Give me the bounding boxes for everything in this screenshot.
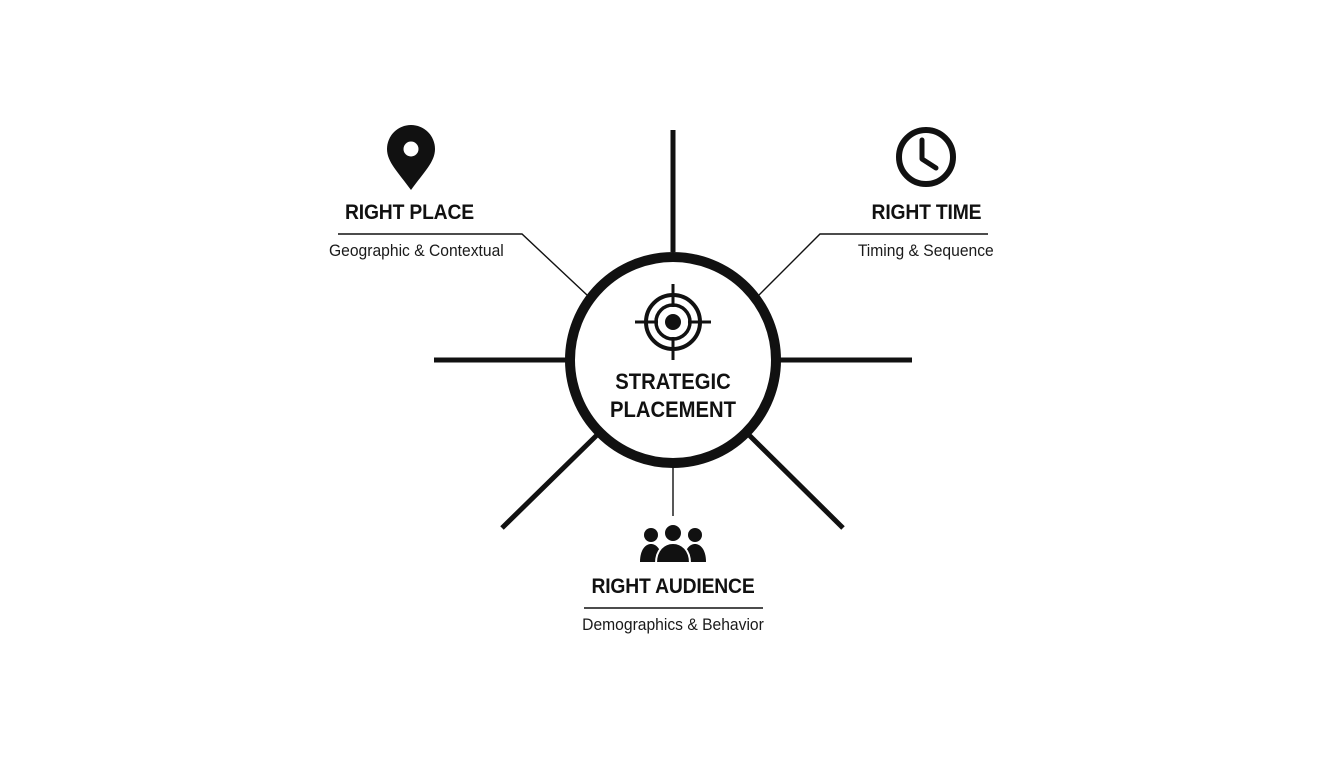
right-audience-title: RIGHT AUDIENCE: [591, 575, 755, 598]
target-icon: [635, 284, 711, 360]
right-audience-subtitle: Demographics & Behavior: [582, 615, 764, 634]
center-label-line2: PLACEMENT: [610, 397, 736, 422]
spokes: [434, 130, 912, 530]
people-group-icon: [640, 523, 706, 564]
right-time-subtitle: Timing & Sequence: [858, 241, 994, 260]
clock-icon: [896, 127, 956, 187]
spoke-bottom-left: [500, 433, 599, 530]
right-place-subtitle: Geographic & Contextual: [329, 241, 504, 260]
connectors: [338, 233, 988, 516]
center-label-line1: STRATEGIC: [615, 369, 731, 394]
right-place-title: RIGHT PLACE: [345, 201, 474, 224]
center-label: STRATEGIC PLACEMENT: [581, 368, 765, 424]
location-pin-icon: [387, 125, 435, 190]
right-time-title: RIGHT TIME: [871, 201, 981, 224]
spoke-bottom-right: [747, 433, 845, 530]
connector-time: [758, 233, 988, 296]
connector-place: [338, 233, 588, 296]
